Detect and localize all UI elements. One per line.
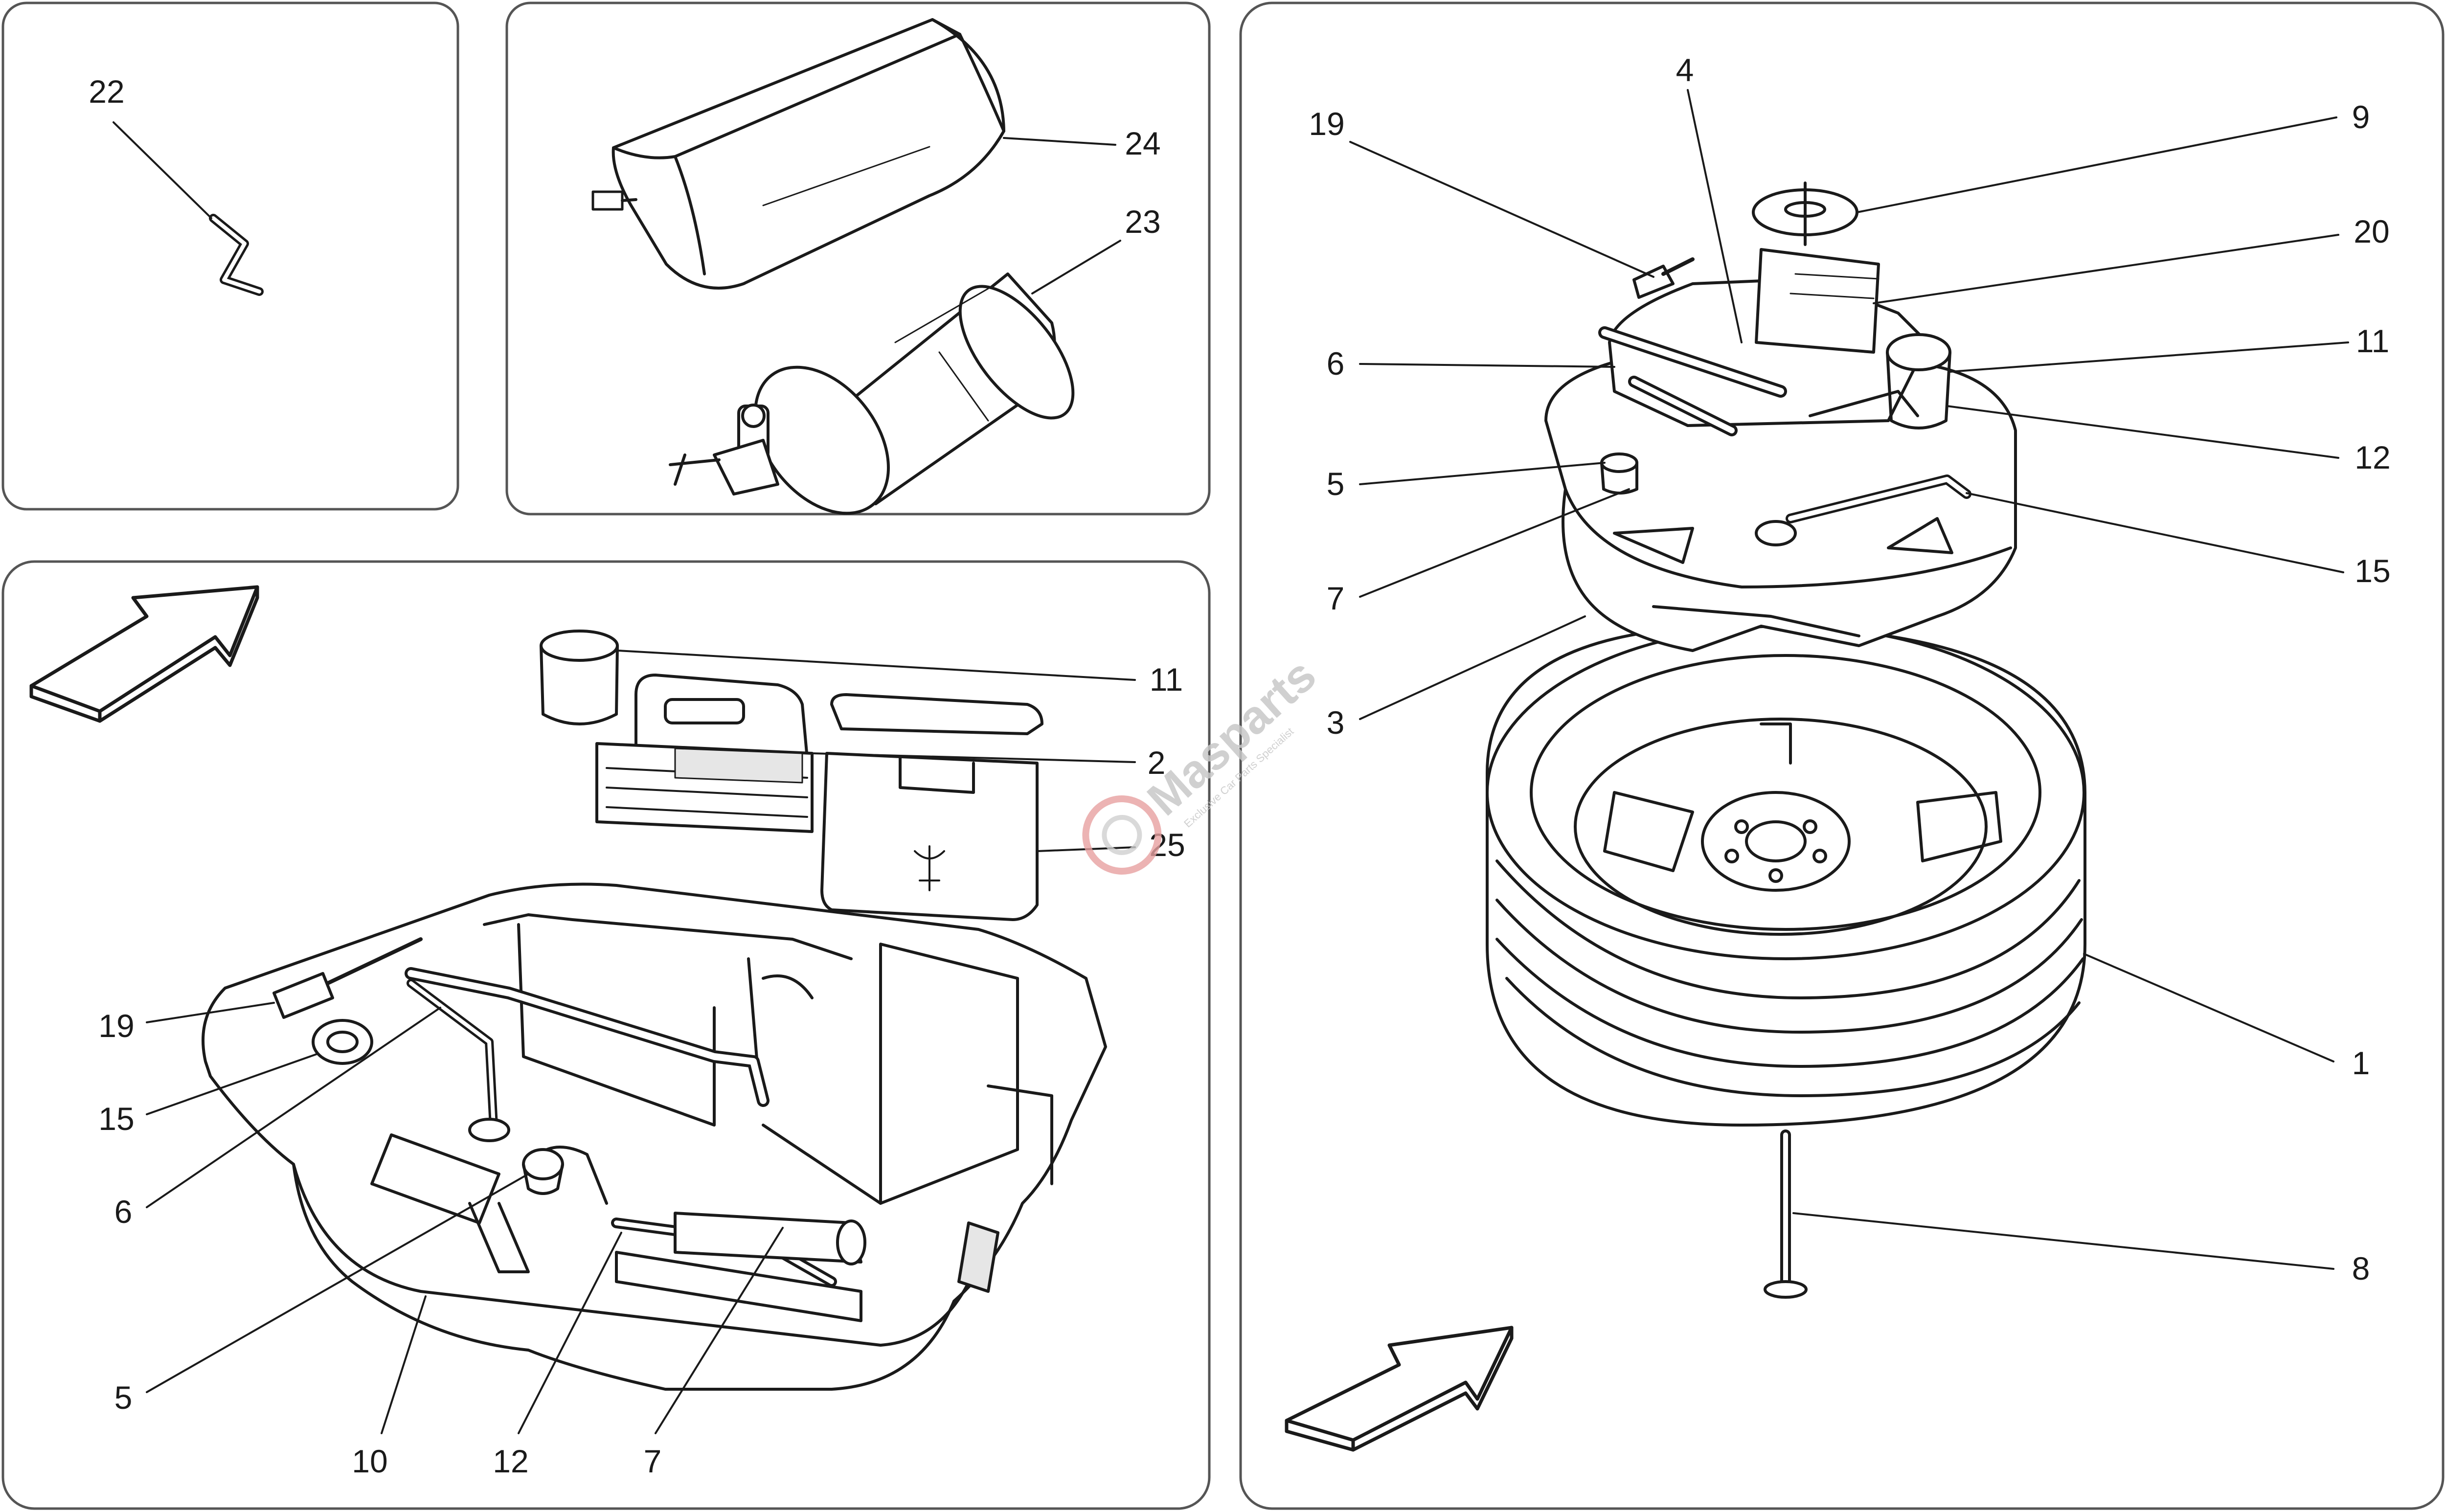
callout-2: 2 bbox=[1148, 745, 1166, 781]
leader-6 bbox=[146, 1007, 441, 1208]
direction-arrow bbox=[29, 585, 259, 723]
screwdriver-part-19 bbox=[1632, 257, 1695, 299]
sealant-bottle-part-11 bbox=[1886, 333, 1951, 429]
callout-20: 20 bbox=[2354, 213, 2389, 249]
callout-12: 12 bbox=[493, 1443, 528, 1479]
sealant-canister-part-23 bbox=[669, 272, 1075, 515]
leader-6 bbox=[1359, 363, 1615, 368]
callout-11: 11 bbox=[1150, 661, 1183, 698]
callout-15: 15 bbox=[98, 1101, 134, 1137]
callout-11: 11 bbox=[2356, 323, 2390, 359]
leader-11 bbox=[617, 650, 1136, 681]
callout-8: 8 bbox=[2352, 1250, 2370, 1286]
leader-15 bbox=[146, 1053, 319, 1115]
leader-1 bbox=[2083, 953, 2334, 1062]
panel-tool-tray: 11 2 25 19 15 6 5 10 12 7 bbox=[1, 560, 1211, 1510]
spare-wheel-part-1 bbox=[1486, 625, 2086, 1127]
jack-handle-part-22 bbox=[209, 214, 264, 296]
leader-19 bbox=[1349, 141, 1654, 278]
callout-23: 23 bbox=[1125, 203, 1160, 240]
callout-22: 22 bbox=[89, 73, 124, 110]
callout-9: 9 bbox=[2352, 99, 2370, 135]
callout-15: 15 bbox=[2355, 553, 2390, 589]
tool-tray-part-10 bbox=[202, 882, 1107, 1391]
callout-1: 1 bbox=[2352, 1045, 2370, 1081]
leader-5 bbox=[146, 1173, 529, 1393]
sealant-bottle-part-11 bbox=[540, 630, 619, 725]
kit-contents bbox=[1598, 248, 1971, 546]
leader-9 bbox=[1856, 116, 2337, 213]
torque-wrench-part-6 bbox=[407, 979, 510, 1142]
callout-4: 4 bbox=[1676, 52, 1694, 88]
leader-15 bbox=[1966, 492, 2344, 573]
towing-eye-part-15 bbox=[312, 1019, 373, 1065]
callout-10: 10 bbox=[352, 1443, 387, 1479]
leader-11 bbox=[1949, 341, 2349, 373]
leader-4 bbox=[1687, 89, 1743, 343]
leader-8 bbox=[1792, 1212, 2334, 1270]
callout-7: 7 bbox=[1327, 580, 1345, 616]
leader-7 bbox=[655, 1227, 784, 1434]
panel-frame bbox=[1, 560, 1211, 1510]
leader-20 bbox=[1873, 234, 2339, 304]
leader-2 bbox=[811, 752, 1136, 763]
leader-22 bbox=[113, 121, 212, 219]
leader-12 bbox=[518, 1232, 622, 1434]
callout-19: 19 bbox=[98, 1008, 134, 1044]
callout-19: 19 bbox=[1309, 106, 1344, 142]
leader-5 bbox=[1359, 462, 1606, 485]
leader-23 bbox=[1031, 240, 1121, 294]
watermark-logo-icon bbox=[1082, 795, 1162, 875]
screwdriver-part-19 bbox=[272, 937, 423, 1019]
leader-12 bbox=[1946, 405, 2339, 459]
panel-frame bbox=[1, 1, 459, 511]
socket-part-5 bbox=[522, 1148, 564, 1195]
panel-frame bbox=[1239, 1, 2445, 1510]
leader-10 bbox=[381, 1295, 427, 1434]
callout-5: 5 bbox=[1327, 466, 1345, 502]
callout-7: 7 bbox=[644, 1443, 662, 1479]
cap-part-9 bbox=[1752, 181, 1858, 246]
panel-spare-wheel: 19 4 9 20 6 11 12 5 15 7 3 1 8 bbox=[1239, 1, 2445, 1510]
callout-24: 24 bbox=[1125, 125, 1160, 161]
callout-6: 6 bbox=[114, 1194, 133, 1230]
leader-3 bbox=[1359, 615, 1586, 720]
panel-spanner: 22 bbox=[1, 1, 459, 511]
leader-24 bbox=[1003, 137, 1116, 146]
callout-6: 6 bbox=[1327, 345, 1345, 382]
callout-5: 5 bbox=[114, 1379, 133, 1416]
direction-arrow bbox=[1285, 1326, 1514, 1452]
leader-19 bbox=[146, 1002, 275, 1023]
callout-3: 3 bbox=[1327, 704, 1345, 741]
callout-12: 12 bbox=[2355, 439, 2390, 475]
jack-handle-part-7 bbox=[674, 1212, 866, 1265]
leader-7 bbox=[1359, 488, 1630, 598]
kit-bag-part-25 bbox=[820, 693, 1043, 921]
compressor-part-2 bbox=[595, 674, 814, 833]
panel-bag-and-sealant: 24 23 bbox=[505, 1, 1211, 516]
panel-frame bbox=[505, 1, 1211, 516]
bolt-part-8 bbox=[1764, 1129, 1808, 1299]
tool-bag-part-24 bbox=[591, 18, 1005, 290]
